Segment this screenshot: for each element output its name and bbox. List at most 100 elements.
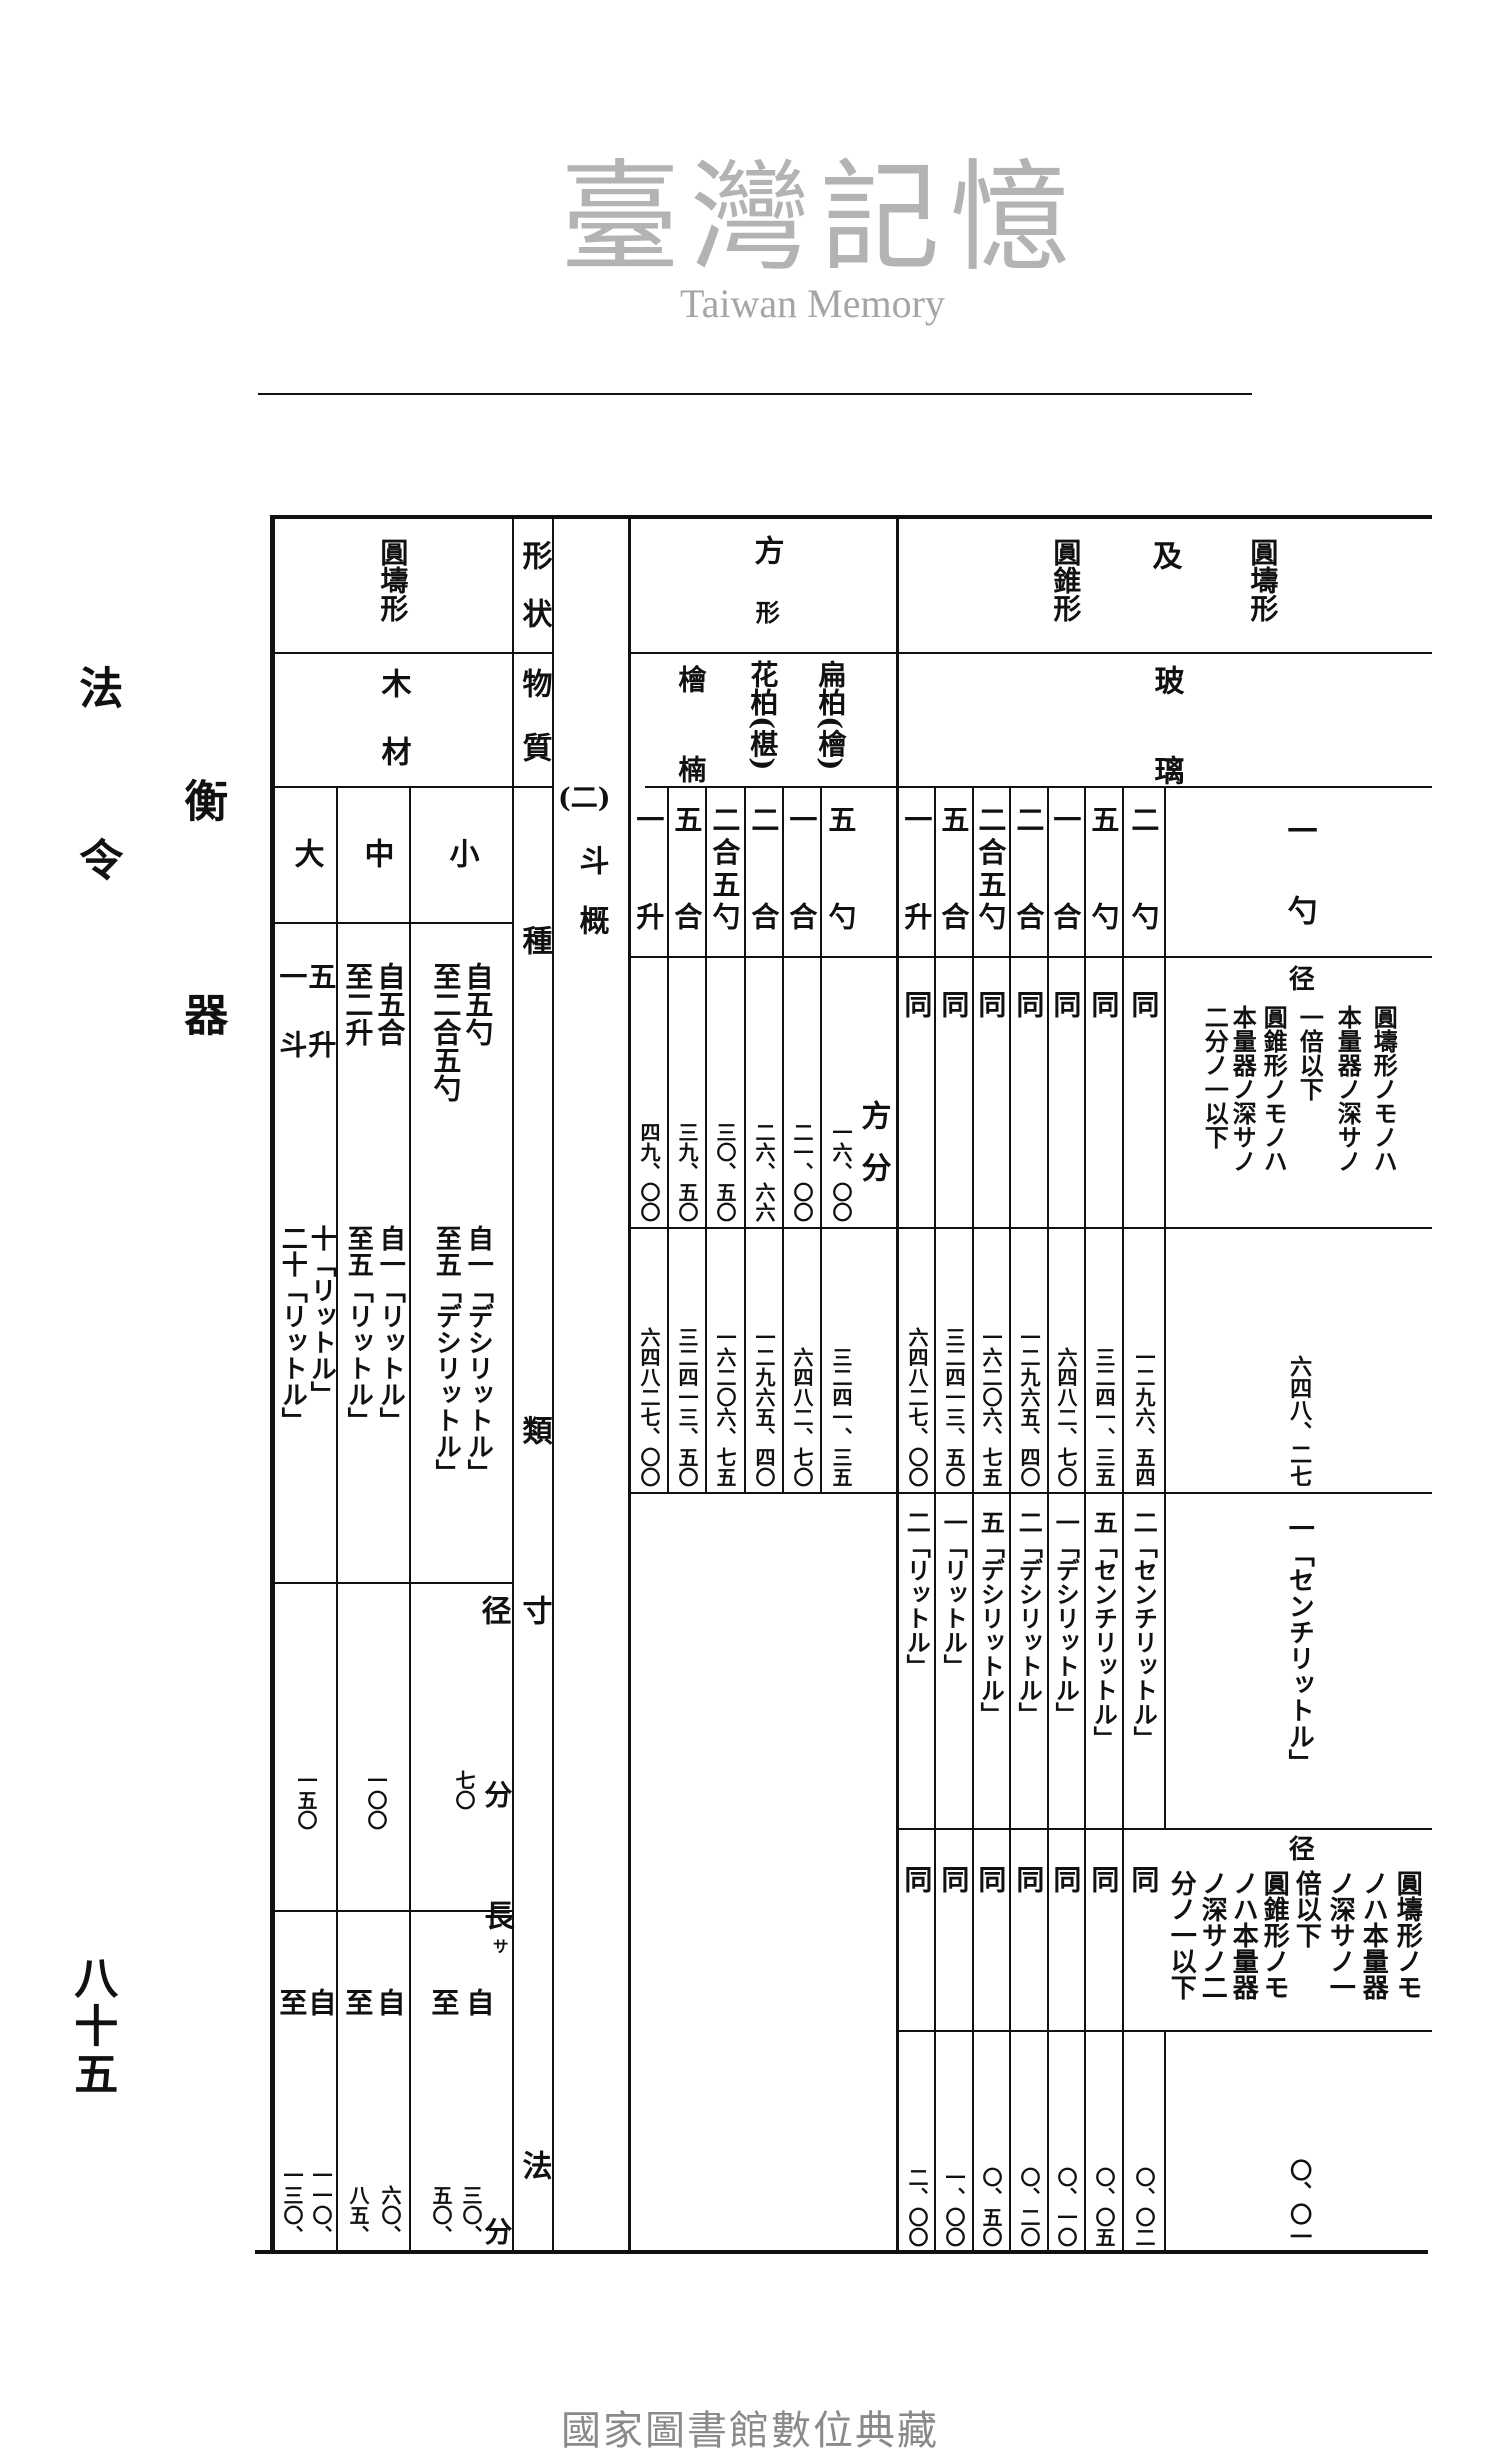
table-rule xyxy=(272,1582,513,1584)
glass-first-capacity: 一勺 xyxy=(1281,815,1317,925)
glass-capacity: 二合 xyxy=(1012,805,1046,930)
glass-same: 同 xyxy=(974,990,1008,1018)
table-rule xyxy=(1084,786,1086,2250)
glass-rule-2-line: 圓壔形ノモ xyxy=(1392,1870,1423,2000)
glass-volume: 六四八二、七〇 xyxy=(1054,1347,1078,1487)
table-rule xyxy=(272,922,513,924)
table-rule xyxy=(272,1910,513,1912)
table-rule xyxy=(972,786,974,2250)
wood-capacity-from: 五升 xyxy=(304,962,338,1098)
wood-diameter-value: 七〇 xyxy=(452,1770,476,1810)
square-volume: 六四八二、七〇 xyxy=(790,1347,814,1487)
glass-value: 二、〇〇 xyxy=(905,2167,929,2247)
wood-liters-from: 自一「リットル」 xyxy=(375,1225,406,1433)
table-rule xyxy=(552,517,554,2250)
glass-volume: 三二四一、三五 xyxy=(1092,1347,1116,1487)
label-kind-1: 種 xyxy=(516,925,552,955)
wood-size-0: 小 xyxy=(443,838,479,868)
glass-liters: 二「リットル」 xyxy=(902,1510,932,1678)
glass-value: 〇、〇五 xyxy=(1092,2167,1116,2247)
glass-rule-1-line: 二分ノ一以下 xyxy=(1200,1005,1230,1149)
wood-length-from-value: 六〇、 xyxy=(378,2185,402,2245)
wood-size-1: 中 xyxy=(358,838,394,868)
glass-volume: 三二四一三、五〇 xyxy=(942,1327,966,1487)
wood-material: 木材 xyxy=(375,668,411,804)
table-rule xyxy=(1009,786,1011,2250)
square-capacity: 一升 xyxy=(632,805,666,930)
watermark-taiwan-memory: 臺灣記憶 xyxy=(560,149,1080,288)
square-volume: 一二九六五、四〇 xyxy=(752,1327,776,1487)
wood-liters-to: 至五「リットル」 xyxy=(343,1225,374,1433)
table-rule xyxy=(705,786,707,1492)
glass-value: 〇、五〇 xyxy=(979,2167,1003,2247)
square-area: 四九、〇〇 xyxy=(637,1122,661,1222)
glass-capacity: 一合 xyxy=(1049,805,1083,930)
glass-capacity: 一升 xyxy=(900,805,934,930)
wood-length-from: 自 xyxy=(373,1988,407,2016)
wood-size-2: 大 xyxy=(288,838,324,868)
margin-law: 法令 xyxy=(71,665,123,1009)
table-rule xyxy=(934,786,936,2250)
wood-length-label-small: サ xyxy=(489,1938,509,1954)
glass-same: 同 xyxy=(1012,990,1046,1018)
glass-rule-2-line: ノハ本量器 xyxy=(1358,1870,1389,2000)
wood-length-unit: 分 xyxy=(480,2217,514,2245)
wood-capacity-to: 一斗 xyxy=(275,962,309,1098)
table-rule xyxy=(645,786,898,788)
page-number: 八十五 xyxy=(66,1955,118,2099)
glass-rule-2-line: 分ノ一以下 xyxy=(1166,1870,1197,2000)
square-volume: 一六二〇六、七五 xyxy=(713,1327,737,1487)
glass-first-value: 〇、〇一 xyxy=(1286,2159,1313,2247)
table-rule xyxy=(409,786,411,2250)
glass-same: 同 xyxy=(1087,1865,1121,1893)
wood-diameter-label: 径 xyxy=(475,1595,511,1625)
square-capacity: 二合五勺 xyxy=(708,805,742,930)
wood-length-to-value: 八五、 xyxy=(346,2185,370,2245)
square-area: 二一、〇〇 xyxy=(790,1122,814,1222)
wood-shape: 圓壔形 xyxy=(376,538,410,622)
glass-conjunction: 及 xyxy=(1146,540,1182,570)
glass-value: 一、〇〇 xyxy=(942,2167,966,2247)
wood-liters-to: 二十「リットル」 xyxy=(277,1225,308,1433)
wood-length-from: 自 xyxy=(304,1988,338,2016)
table-rule xyxy=(258,393,1252,395)
table-rule xyxy=(896,517,899,2250)
square-material-0: 扁柏(檜) xyxy=(814,660,848,771)
section-number: (二) xyxy=(558,783,611,814)
glass-rule-2-line: ノ深サノ二 xyxy=(1197,1870,1228,2000)
table-rule xyxy=(270,515,275,2254)
glass-liters: 一「リットル」 xyxy=(939,1510,969,1678)
wood-length-to-value: 一三〇、 xyxy=(280,2165,304,2245)
table-rule xyxy=(1164,786,1166,1828)
glass-same: 同 xyxy=(937,990,971,1018)
glass-capacity: 五合 xyxy=(937,805,971,930)
glass-rule-2-line: ノ深サノ一 xyxy=(1325,1870,1356,2000)
label-size-1: 寸 xyxy=(516,1595,552,1625)
glass-shape-a: 圓壔形 xyxy=(1246,538,1280,622)
square-shape-2: 形 xyxy=(751,600,781,624)
table-rule xyxy=(272,515,1432,519)
glass-volume: 一二九六五、四〇 xyxy=(1017,1327,1041,1487)
glass-first-liters: 一「センチリットル」 xyxy=(1284,1515,1315,1775)
table-rule xyxy=(782,786,784,1492)
wood-diameter-value: 一〇〇 xyxy=(364,1770,388,1830)
glass-capacity: 五勺 xyxy=(1087,805,1121,930)
square-area: 三〇、五〇 xyxy=(713,1122,737,1222)
square-capacity: 五勺 xyxy=(824,805,858,930)
glass-same: 同 xyxy=(937,1865,971,1893)
wood-diameter-value: 一五〇 xyxy=(294,1770,318,1830)
margin-instrument: 衡器 xyxy=(176,778,228,1206)
table-rule xyxy=(255,2250,1428,2254)
square-area: 一六、〇〇 xyxy=(829,1122,853,1222)
glass-liters: 五「センチリットル」 xyxy=(1089,1510,1119,1750)
wood-length-from-value: 一一〇、 xyxy=(309,2165,333,2245)
wood-liters-from: 十「リットル」 xyxy=(306,1225,337,1407)
wood-capacity-from: 自五勺 xyxy=(461,962,495,1046)
glass-value: 〇、〇二 xyxy=(1132,2167,1156,2247)
glass-same: 同 xyxy=(900,1865,934,1893)
wood-length-from-value: 三〇、 xyxy=(459,2185,483,2245)
square-volume: 六四八二七、〇〇 xyxy=(637,1327,661,1487)
table-rule xyxy=(630,1227,898,1229)
wood-length-to: 至 xyxy=(427,1988,461,2016)
square-material-2: 檜楠 xyxy=(674,665,708,845)
